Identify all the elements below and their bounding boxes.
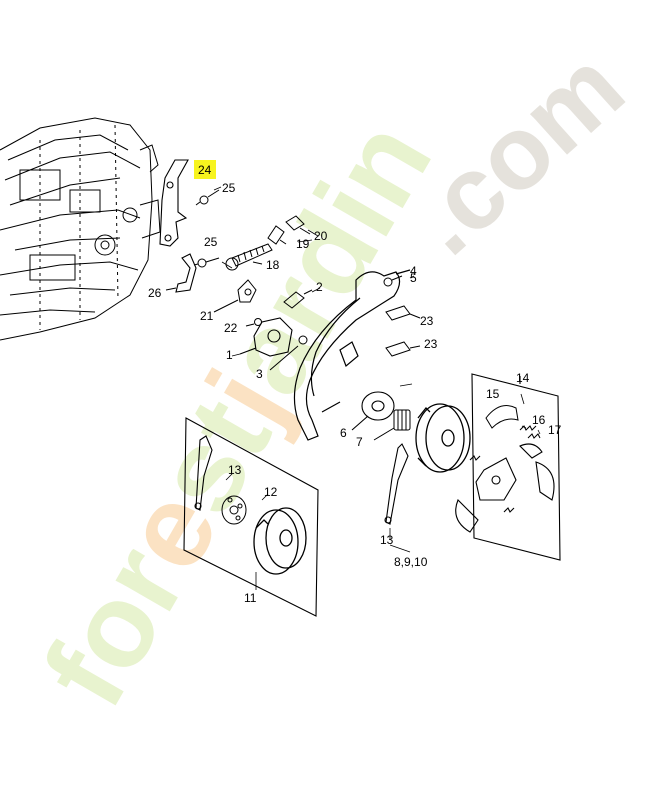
part-2-lever: [283, 289, 313, 309]
callout-3[interactable]: 3: [256, 367, 263, 381]
part-20-block: [285, 215, 311, 235]
callout-24-highlight: [194, 160, 216, 179]
screw-25-upper: [195, 189, 220, 206]
callout-25-lower[interactable]: 25: [204, 235, 218, 249]
engine-housing: [0, 117, 161, 341]
part-21-arm: [213, 279, 257, 313]
part-12-sprocket: [221, 495, 247, 525]
callout-20[interactable]: 20: [314, 229, 328, 243]
part-1-oil-pump: [239, 317, 293, 357]
callout-2[interactable]: 2: [316, 280, 323, 294]
part-23-pad-lower: [385, 341, 421, 357]
callout-24[interactable]: 24: [198, 163, 212, 177]
callout-16[interactable]: 16: [532, 413, 546, 427]
callout-17[interactable]: 17: [548, 423, 562, 437]
clutch-hub: [455, 443, 555, 533]
box-14-frame: [471, 373, 561, 561]
part-6-sprocket: [351, 391, 395, 431]
part-23-pad-upper: [385, 305, 421, 321]
part-5-screw: [383, 275, 403, 287]
callout-19[interactable]: 19: [296, 237, 310, 251]
callout-18[interactable]: 18: [266, 258, 280, 272]
callout-14[interactable]: 14: [516, 371, 530, 385]
part-17-spring: [527, 433, 541, 439]
part-19-link: [267, 225, 287, 245]
part-13-shaft-left: [194, 435, 213, 511]
callout-12[interactable]: 12: [264, 485, 278, 499]
callout-7[interactable]: 7: [356, 435, 363, 449]
callout-5[interactable]: 5: [410, 271, 417, 285]
callout-13-left[interactable]: 13: [228, 463, 242, 477]
callout-11[interactable]: 11: [244, 591, 257, 605]
callout-26[interactable]: 26: [148, 286, 162, 300]
callout-23-lower[interactable]: 23: [424, 337, 438, 351]
clutch-drum-left: [253, 507, 307, 575]
part-26-lever: [165, 253, 197, 293]
callout-1[interactable]: 1: [226, 348, 233, 362]
box-11-frame: [183, 417, 319, 617]
watermark-brand-e: ardin: [199, 100, 458, 416]
part-7-bearing: [373, 409, 411, 441]
part-13-shaft-right: [384, 443, 409, 525]
callout-8-9-10[interactable]: 8,9,10: [394, 555, 428, 569]
callout-22[interactable]: 22: [224, 321, 238, 335]
part-24-bracket: [159, 159, 189, 247]
callout-25-upper[interactable]: 25: [222, 181, 236, 195]
callout-23-upper[interactable]: 23: [420, 314, 434, 328]
callout-4[interactable]: 4: [410, 264, 417, 278]
watermark: forestjardin .com: [18, 28, 646, 728]
part-4-brake-band: [293, 269, 411, 441]
leader-lines: [213, 186, 541, 590]
part-15-shoe: [485, 405, 519, 429]
callout-13-right[interactable]: 13: [380, 533, 394, 547]
callout-21[interactable]: 21: [200, 309, 214, 323]
callout-6[interactable]: 6: [340, 426, 347, 440]
clutch-drum-right: [415, 403, 471, 473]
callout-15[interactable]: 15: [486, 387, 500, 401]
part-3-screw: [269, 335, 308, 371]
callout-labels: 24 25 25 26 20 19 18 2 21 22 1 3 4 5 23 …: [148, 163, 562, 605]
screw-25-lower: [193, 257, 220, 268]
